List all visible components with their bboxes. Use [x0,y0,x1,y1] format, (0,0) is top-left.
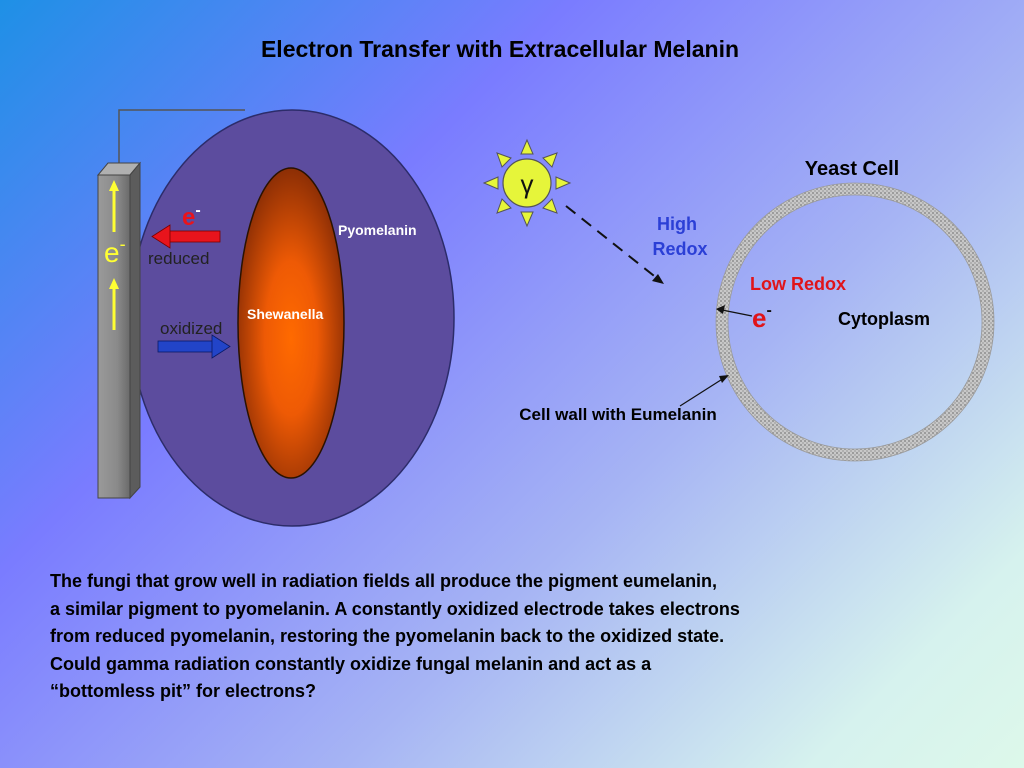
yeast-cell-wall [716,183,994,461]
explanation-line: a similar pigment to pyomelanin. A const… [50,598,740,619]
shewanella-cell [237,167,345,479]
yeast-cell-wall-outer-edge [715,182,995,462]
reduced-label: reduced [148,249,209,268]
yeast-cell-diagram: γ Yeast Cell High Redox Low Redox e- Cyt… [482,138,995,462]
explanation-line: “bottomless pit” for electrons? [50,681,317,701]
page-title: Electron Transfer with Extracellular Mel… [260,36,740,62]
electrode-up-arrow-bottom [109,278,119,330]
high-redox-label-line1: High [657,214,697,234]
explanation-line: from reduced pyomelanin, restoring the p… [50,626,725,646]
explanation-paragraph: The fungi that grow well in radiation fi… [50,568,990,706]
sun-icon: γ [482,138,572,228]
cell-wall-pointer [679,375,729,407]
oxidized-label: oxidized [160,319,222,338]
gamma-symbol: γ [521,169,534,199]
electrode [96,161,142,500]
cytoplasm-label: Cytoplasm [838,309,930,329]
high-redox-label-line2: Redox [652,239,707,259]
oxidized-arrow [157,334,231,359]
reduced-arrow [151,224,221,249]
electrode-electron-label: e- [104,234,126,268]
shewanella-diagram: e- e- reduced oxidized Pyomelanin Shewan… [96,109,455,527]
yeast-cell-wall-inner-edge [727,194,983,450]
electrode-up-arrow-top [109,180,119,232]
pyomelanin-label: Pyomelanin [338,222,417,238]
gamma-ray-arrow [565,205,664,284]
shewanella-label: Shewanella [247,306,323,322]
explanation-line: Could gamma radiation constantly oxidize… [50,653,652,674]
explanation-line: The fungi that grow well in radiation fi… [50,571,718,591]
yeast-cell-label: Yeast Cell [805,158,900,180]
yeast-electron-label: e- [752,302,772,333]
electron-to-wall-arrow [716,305,753,317]
electron-transfer-label: e- [182,202,201,231]
electrode-wire [118,109,245,165]
low-redox-label: Low Redox [750,274,846,294]
cell-wall-label: Cell wall with Eumelanin [519,405,716,424]
